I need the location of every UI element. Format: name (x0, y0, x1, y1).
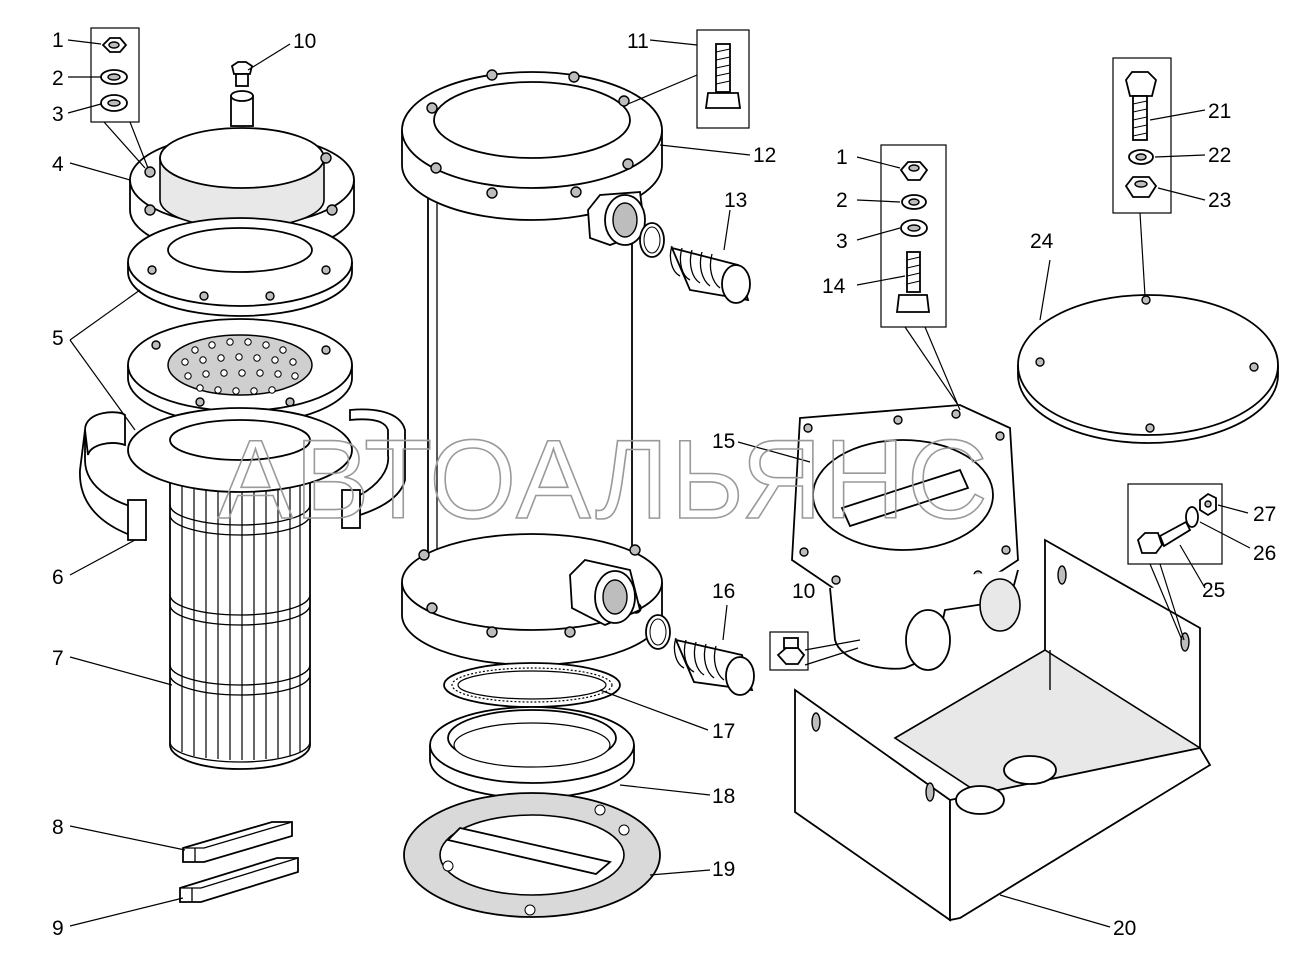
washer-part-26 (1185, 506, 1199, 528)
callout-15: 15 (712, 430, 735, 453)
callout-1a: 1 (52, 29, 64, 52)
callout-5: 5 (52, 327, 64, 350)
o-ring-upper (639, 222, 665, 258)
hardware-box-top-right (1112, 57, 1172, 214)
seal-ring-part-17 (443, 662, 621, 708)
callout-20: 20 (1113, 917, 1136, 940)
callout-11: 11 (627, 30, 649, 53)
callout-3a: 3 (52, 103, 64, 126)
callout-10a: 10 (293, 30, 316, 53)
callout-23: 23 (1208, 189, 1231, 212)
hardware-box-bracket (1127, 483, 1223, 565)
gasket-part-19 (403, 792, 661, 918)
callout-10b: 10 (792, 580, 815, 603)
bracket-part-20 (794, 538, 1212, 922)
washer-part-3-right (900, 219, 928, 237)
right-assembly (769, 57, 1279, 922)
vent-plug-part-10 (230, 61, 254, 87)
gasket-part-5-upper (127, 217, 353, 317)
stud-part-14 (895, 251, 931, 313)
callout-17: 17 (712, 720, 735, 743)
hardware-box-bolt-11 (696, 29, 750, 129)
tube-bundle-part-7 (169, 430, 311, 770)
callout-21: 21 (1208, 100, 1231, 123)
leader-lines (67, 39, 1251, 928)
top-port (587, 191, 646, 246)
bolt-part-21 (1125, 71, 1157, 141)
callout-1b: 1 (836, 146, 848, 169)
washer-part-3 (100, 94, 128, 112)
callout-2a: 2 (52, 67, 64, 90)
callout-27: 27 (1253, 503, 1276, 526)
bolt-part-11 (704, 43, 742, 109)
callout-labels: 1 2 3 4 5 6 7 8 9 10 11 12 13 1 2 3 14 1… (52, 29, 1276, 940)
watermark: АВТОАЛЬЯНС (218, 417, 990, 542)
ring-part-18 (429, 706, 635, 799)
nut-part-1-right (899, 161, 929, 181)
hardware-box-left (90, 27, 140, 123)
bolt-part-25 (1136, 520, 1192, 554)
strip-part-9 (179, 857, 299, 903)
cover-plate-part-24 (1017, 294, 1279, 444)
strip-part-8 (182, 821, 293, 863)
washer-part-2 (100, 69, 128, 85)
callout-4: 4 (52, 153, 64, 176)
callout-18: 18 (712, 785, 735, 808)
fitting-part-13 (669, 245, 751, 304)
callout-3b: 3 (836, 230, 848, 253)
callout-9: 9 (52, 917, 64, 940)
callout-25: 25 (1202, 579, 1225, 602)
callout-14: 14 (822, 275, 846, 298)
callout-6: 6 (52, 566, 64, 589)
callout-13: 13 (724, 189, 747, 212)
bottom-port (569, 559, 642, 626)
vent-plug-part-10-right (776, 637, 806, 665)
callout-24: 24 (1030, 230, 1054, 253)
gasket-part-5-lower (127, 407, 353, 493)
callout-16: 16 (712, 580, 735, 603)
tube-sheet (127, 318, 353, 425)
housing-assembly (401, 29, 755, 918)
callout-26: 26 (1253, 542, 1276, 565)
flange-plate-part-15 (791, 404, 1019, 591)
callout-8: 8 (52, 816, 64, 839)
manifold-body (829, 569, 1021, 671)
tube-sheet-holes (181, 338, 299, 395)
fitting-part-16 (673, 637, 755, 696)
callout-7: 7 (52, 647, 64, 670)
hardware-box-vent-10 (769, 631, 809, 671)
nut-part-27 (1199, 492, 1217, 517)
nut-part-23 (1124, 176, 1158, 198)
clamp-part-6 (79, 408, 406, 542)
callout-22: 22 (1208, 144, 1231, 167)
left-assembly (79, 27, 406, 903)
washer-part-22 (1128, 149, 1154, 165)
washer-part-2-right (901, 194, 927, 210)
o-ring-lower (645, 614, 671, 650)
nut-part-1 (101, 37, 128, 53)
callout-12: 12 (753, 144, 776, 167)
callout-2b: 2 (836, 189, 848, 212)
callout-19: 19 (712, 858, 735, 881)
hardware-box-right (880, 144, 947, 328)
